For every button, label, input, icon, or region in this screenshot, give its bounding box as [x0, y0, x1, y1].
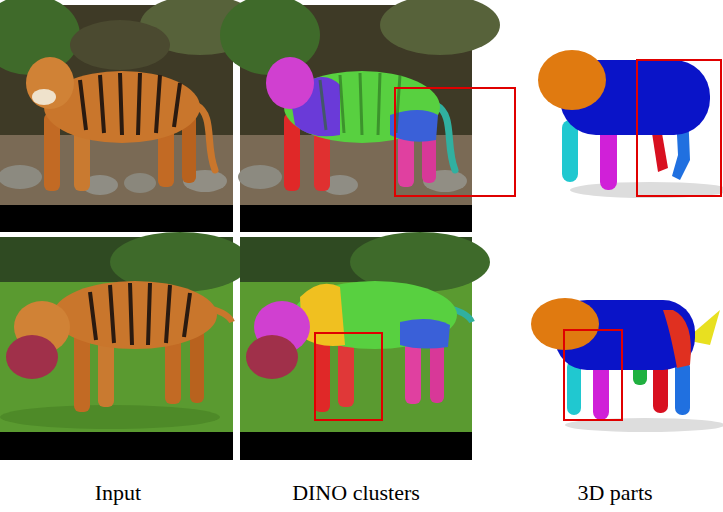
highlight-box: [315, 333, 382, 420]
rock: [0, 165, 42, 189]
rock: [124, 173, 156, 193]
tiger-body: [53, 281, 217, 349]
meat: [246, 335, 298, 379]
tiger-tail: [196, 105, 215, 170]
tiger-muzzle: [32, 89, 56, 105]
black-bar: [240, 205, 472, 232]
cluster-stripes: [320, 73, 400, 135]
grass-shade: [0, 405, 220, 429]
part-hind-leg: [675, 360, 690, 415]
tiger-stripes: [90, 283, 190, 345]
foliage: [70, 20, 170, 70]
dino-clusters-bottom: [240, 232, 490, 460]
tiger-head: [26, 57, 74, 109]
cluster-head: [266, 57, 314, 109]
cluster-body: [293, 281, 457, 349]
tiger-stripes: [80, 73, 180, 135]
black-bar: [0, 432, 233, 460]
black-bar: [240, 432, 472, 460]
foliage: [380, 0, 500, 55]
rock: [238, 165, 282, 189]
part-head: [538, 50, 606, 110]
tiger-leg: [190, 329, 204, 403]
part-front-leg: [562, 120, 578, 182]
highlight-box: [395, 88, 515, 196]
parts-3d-bottom: [531, 298, 723, 432]
meat: [6, 335, 58, 379]
cluster-tail: [436, 105, 455, 170]
part-hip: [663, 310, 691, 368]
dino-clusters-top: [220, 0, 500, 232]
column-label: DINO clusters: [292, 480, 420, 506]
parts-3d-top: [538, 50, 723, 198]
cluster-hip: [400, 319, 450, 348]
highlight-box: [564, 330, 622, 420]
input-photo-bottom: [0, 232, 250, 460]
column-label: Input: [95, 480, 141, 506]
column-label: 3D parts: [577, 480, 652, 506]
tiger-leg: [74, 332, 90, 412]
highlight-box: [637, 60, 721, 196]
black-bar: [0, 205, 233, 232]
